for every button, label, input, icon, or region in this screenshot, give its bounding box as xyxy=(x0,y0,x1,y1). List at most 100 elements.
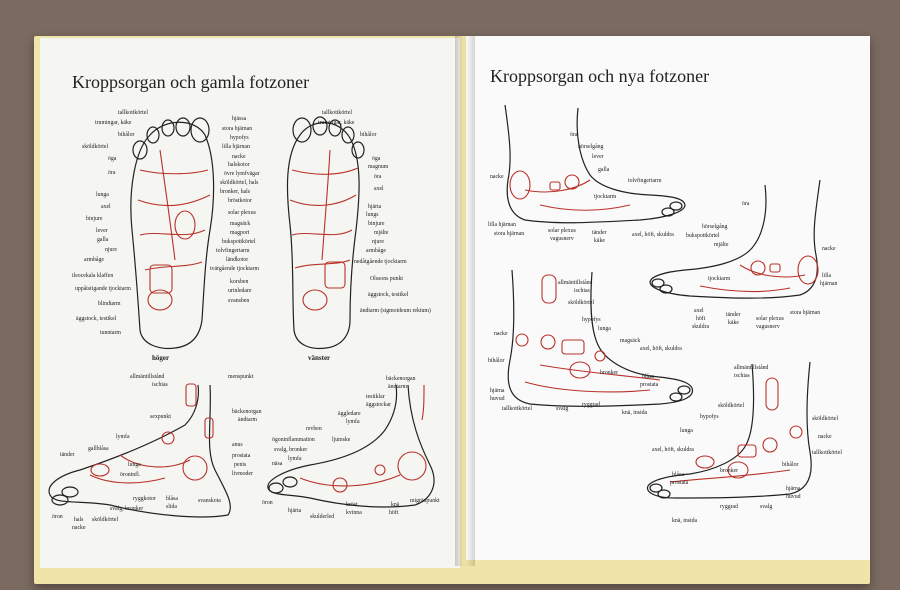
foot-label: tallkottkörtel xyxy=(812,450,842,456)
side-view-outer-foot-zones xyxy=(89,383,214,484)
sole-label: övre lymfvägar xyxy=(224,170,260,177)
sole-label: svansben xyxy=(228,298,249,304)
foot-label: axel xyxy=(694,308,704,314)
foot-label: bihålor xyxy=(488,357,504,364)
foot-label: hypofys xyxy=(582,316,601,323)
side-label: knä xyxy=(391,502,400,508)
foot-label: prostata xyxy=(670,480,689,486)
sole-label: binjure xyxy=(368,221,385,227)
side-label: ögoninflammation xyxy=(272,436,315,443)
sole-label: magsäck xyxy=(230,221,250,227)
foot-label: allmäntillstånd xyxy=(734,364,769,371)
foot-label: höft xyxy=(696,315,706,322)
side-view-inner-labels: bäckenorgan ändtarm testiklar äggstockar… xyxy=(262,376,440,520)
foot-label: bronker xyxy=(720,468,738,474)
side-label: höft xyxy=(389,509,399,516)
sole-label: uppåtstigande tjocktarm xyxy=(75,285,131,292)
side-label: livmoder xyxy=(232,471,253,477)
foot-label: solar plexus xyxy=(548,228,577,234)
foot-label: solar plexus xyxy=(756,316,785,322)
foot-label: nacke xyxy=(490,174,504,180)
foot-label: ischias xyxy=(574,288,591,294)
sole-label: hypofys xyxy=(230,134,249,141)
side-label: ischias xyxy=(152,382,169,388)
foot-label: öra xyxy=(570,132,578,138)
sole-label: trumingar, käke xyxy=(95,120,132,126)
foot-label: huvud xyxy=(786,494,801,500)
foot-label: ryggrad xyxy=(582,402,600,408)
side-label: lymfa xyxy=(346,418,360,425)
sole-label: öra xyxy=(108,170,116,176)
sole-label: bukspottkörtel xyxy=(222,239,256,245)
foot-label: sköldkörtel xyxy=(568,300,594,306)
foot-label: blåsa xyxy=(642,373,654,380)
sole-left-foot-zones xyxy=(289,149,359,311)
side-view-outer-labels: allmäntillstånd ischias menspunkt bäcken… xyxy=(52,373,262,531)
foot-label: vagusnerv xyxy=(756,324,780,330)
side-label: svalg, bronker xyxy=(110,506,143,512)
foot-caption-right: höger xyxy=(152,354,169,362)
foot-label: öra xyxy=(742,201,750,207)
sole-label: urinledare xyxy=(228,288,252,294)
side-label: äggledare xyxy=(338,411,361,417)
foot-label: käke xyxy=(728,320,739,326)
foot-label: ryggrad xyxy=(720,504,738,510)
foot-label: bronker xyxy=(600,370,618,376)
foot-label: knä, insida xyxy=(622,410,648,416)
side-label: kvinna xyxy=(346,510,362,516)
foot-label: prostata xyxy=(640,382,659,388)
sole-label: tolvfingertarm xyxy=(216,247,250,254)
foot-a-drawing xyxy=(504,104,686,224)
foot-label: ischias xyxy=(734,373,751,379)
foot-b-zones xyxy=(699,255,819,293)
side-label: äggstockar xyxy=(366,402,391,408)
side-label: blåsa xyxy=(166,495,178,502)
side-label: revben xyxy=(306,426,322,432)
side-label: öroninfl. xyxy=(120,471,141,478)
side-label: tänder xyxy=(60,452,75,458)
side-view-inner-foot-drawing xyxy=(267,384,435,508)
foot-label: tänder xyxy=(592,230,607,236)
side-label: ändtarm xyxy=(388,384,407,390)
sole-label: sköldkörtel xyxy=(82,144,108,150)
foot-label: nacke xyxy=(822,246,836,252)
side-label: slida xyxy=(166,504,177,510)
foot-label: bihålor xyxy=(782,461,798,468)
sole-label: magport xyxy=(230,230,250,236)
sole-label: njure xyxy=(372,239,384,245)
sole-label: blindtarm xyxy=(98,301,121,307)
foot-label: nacke xyxy=(818,434,832,440)
side-view-outer-foot-drawing xyxy=(48,384,231,518)
foot-label: lunga xyxy=(598,326,611,332)
sole-left-foot-drawing xyxy=(286,116,365,350)
sole-label: axel xyxy=(374,186,384,192)
side-label: svanskota xyxy=(198,498,221,504)
foot-label: tjocktarm xyxy=(708,276,731,282)
side-label: menspunkt xyxy=(228,374,254,380)
side-label: skulderled xyxy=(310,514,334,520)
side-label: ändtarm xyxy=(238,417,257,423)
foot-label: sköldkörtel xyxy=(718,403,744,409)
foot-label: lilla hjärnan xyxy=(488,222,516,228)
sole-label: hjärta xyxy=(368,204,382,210)
sole-label: nacke xyxy=(232,154,246,160)
foot-label: sköldkörtel xyxy=(812,416,838,422)
sole-label: tunntarm xyxy=(100,330,121,336)
foot-label: knä, insida xyxy=(672,518,698,524)
foot-c-drawing xyxy=(507,269,694,407)
foot-label: hypofys xyxy=(700,413,719,420)
side-label: gallblåsa xyxy=(88,445,109,452)
foot-label: käke xyxy=(594,238,605,244)
sole-label: lunga xyxy=(96,192,109,198)
foot-label: magsäck xyxy=(620,338,640,344)
side-label: nacke xyxy=(72,525,86,531)
foot-d-labels: allmäntillstånd ischias sköldkörtel hypo… xyxy=(652,364,842,524)
sole-label: stora hjärnan xyxy=(222,126,252,132)
sole-label: Olssons punkt xyxy=(370,276,403,282)
foot-label: hörselgång xyxy=(578,143,604,150)
foot-c-labels: allmäntillstånd ischias sköldkörtel nack… xyxy=(488,279,682,416)
sole-label: binjure xyxy=(86,216,103,222)
foot-label: bukspottkörtel xyxy=(686,233,720,239)
foot-b-drawing xyxy=(649,179,821,299)
